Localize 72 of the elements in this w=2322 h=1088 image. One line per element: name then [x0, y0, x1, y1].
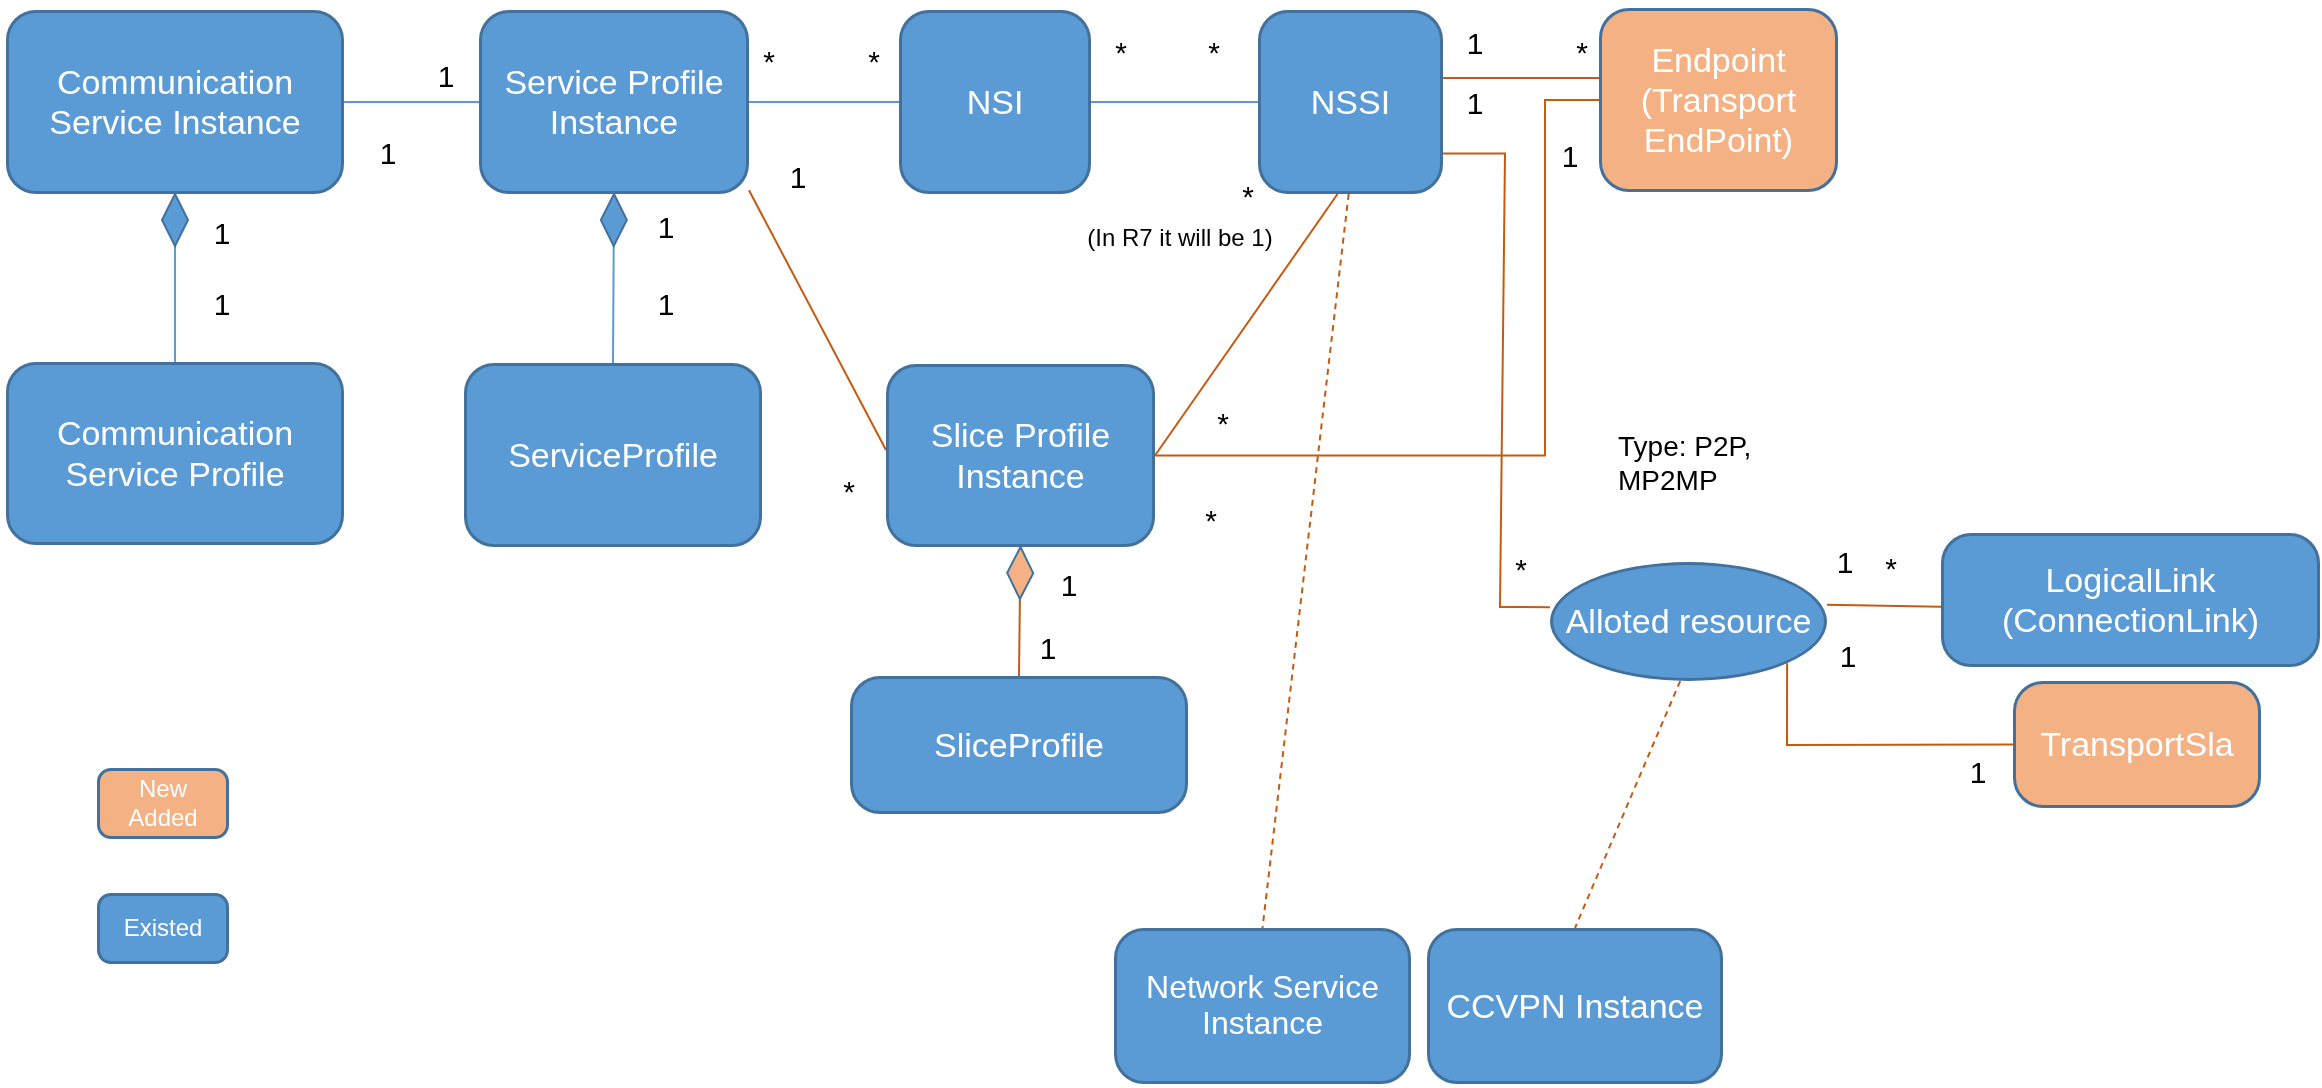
- multiplicity: 1: [1836, 546, 1854, 580]
- legend-label: Existed: [123, 914, 203, 943]
- association-line: [1154, 193, 1339, 457]
- multiplicity: *: [1576, 36, 1588, 70]
- association-line: [343, 101, 480, 103]
- class-name: CCVPN Instance: [1446, 985, 1704, 1027]
- class-name: Network Service Instance: [1145, 970, 1380, 1042]
- multiplicity: *: [1242, 180, 1254, 214]
- class-box: [886, 364, 1155, 547]
- composition-line: [161, 193, 189, 363]
- class-box: [464, 363, 762, 547]
- multiplicity: 1: [1060, 569, 1078, 603]
- multiplicity: 1: [1561, 140, 1579, 174]
- association-line: [1826, 603, 1942, 608]
- association-line: [1154, 99, 1600, 457]
- class-box: [1427, 928, 1723, 1084]
- multiplicity: *: [1115, 36, 1127, 70]
- class-box: [1114, 928, 1411, 1084]
- multiplicity: 1: [213, 217, 231, 251]
- multiplicity: *: [1515, 553, 1527, 587]
- class-name: LogicalLink (ConnectionLink): [2001, 559, 2260, 641]
- dashed-association-line: [1574, 680, 1682, 929]
- class-name: SliceProfile: [933, 724, 1105, 766]
- multiplicity: 1: [1039, 632, 1057, 666]
- multiplicity: *: [1217, 407, 1229, 441]
- multiplicity: 1: [657, 211, 675, 245]
- dashed-association-line: [1261, 193, 1350, 929]
- class-name: Communication Service Instance: [48, 61, 302, 143]
- multiplicity: 1: [213, 288, 231, 322]
- multiplicity: *: [1205, 504, 1217, 538]
- note: (In R7 it will be 1): [1087, 224, 1273, 252]
- composition-line: [1006, 546, 1035, 677]
- multiplicity: 1: [657, 288, 675, 322]
- multiplicity: 1: [1839, 640, 1857, 674]
- legend-label: New Added: [127, 774, 199, 833]
- class-box: [479, 10, 749, 194]
- association-line: [1442, 152, 1551, 609]
- multiplicity: 1: [1466, 87, 1484, 121]
- class-name: Alloted resource: [1565, 601, 1812, 642]
- class-name: ServiceProfile: [508, 434, 718, 476]
- class-box: [1941, 533, 2320, 667]
- type-note: Type: P2P, MP2MP: [1618, 430, 1753, 498]
- association-line: [748, 101, 900, 103]
- class-name: NSSI: [1310, 81, 1391, 123]
- multiplicity: *: [1208, 36, 1220, 70]
- association-line: [1786, 662, 2014, 746]
- class-name: Slice Profile Instance: [929, 415, 1112, 496]
- class-box: [1599, 8, 1838, 192]
- class-box: [6, 10, 344, 194]
- class-name: Service Profile Instance: [503, 61, 725, 143]
- multiplicity: *: [843, 475, 855, 509]
- class-box: [2013, 681, 2261, 808]
- class-name: TransportSla: [2040, 724, 2234, 765]
- multiplicity: *: [1885, 552, 1897, 586]
- class-name: NSI: [966, 81, 1024, 123]
- association-line: [1090, 101, 1259, 103]
- class-name: Communication Service Profile: [55, 413, 295, 494]
- class-box: [1258, 10, 1443, 194]
- multiplicity: 1: [379, 137, 397, 171]
- multiplicity: *: [763, 45, 775, 79]
- class-name: Endpoint (Transport EndPoint): [1639, 39, 1798, 161]
- multiplicity: *: [868, 45, 880, 79]
- class-box: [899, 10, 1091, 194]
- class-box: [850, 676, 1188, 814]
- association-line: [1442, 76, 1600, 80]
- multiplicity: 1: [437, 60, 455, 94]
- multiplicity: 1: [789, 161, 807, 195]
- association-line: [748, 189, 887, 451]
- composition-line: [599, 193, 628, 364]
- multiplicity: 1: [1969, 756, 1987, 790]
- class-box: [6, 362, 344, 545]
- multiplicity: 1: [1466, 27, 1484, 61]
